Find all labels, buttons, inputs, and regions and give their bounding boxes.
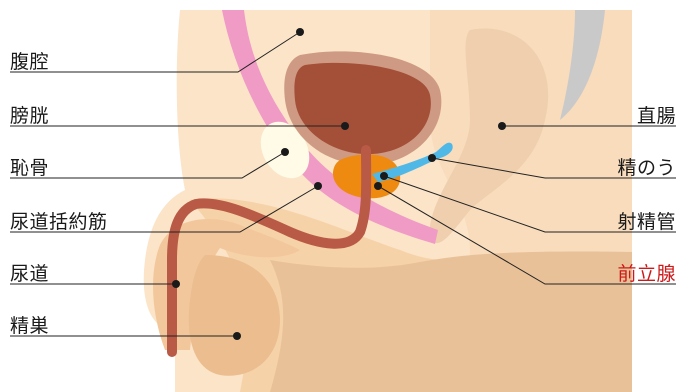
label-urethra: 尿道 bbox=[10, 259, 49, 286]
label-ejaculatory-duct: 射精管 bbox=[617, 207, 676, 234]
label-prostate: 前立腺 bbox=[617, 259, 676, 286]
label-seminal-vesicle: 精のう bbox=[617, 153, 676, 180]
label-rectum: 直腸 bbox=[637, 101, 676, 128]
label-abdominal-cavity: 腹腔 bbox=[10, 47, 49, 74]
lower-tissue bbox=[270, 252, 632, 392]
label-bladder: 膀胱 bbox=[10, 101, 49, 128]
label-pubis: 恥骨 bbox=[10, 153, 49, 180]
label-urethral-sphincter: 尿道括約筋 bbox=[10, 207, 108, 234]
label-testis: 精巣 bbox=[10, 311, 49, 338]
